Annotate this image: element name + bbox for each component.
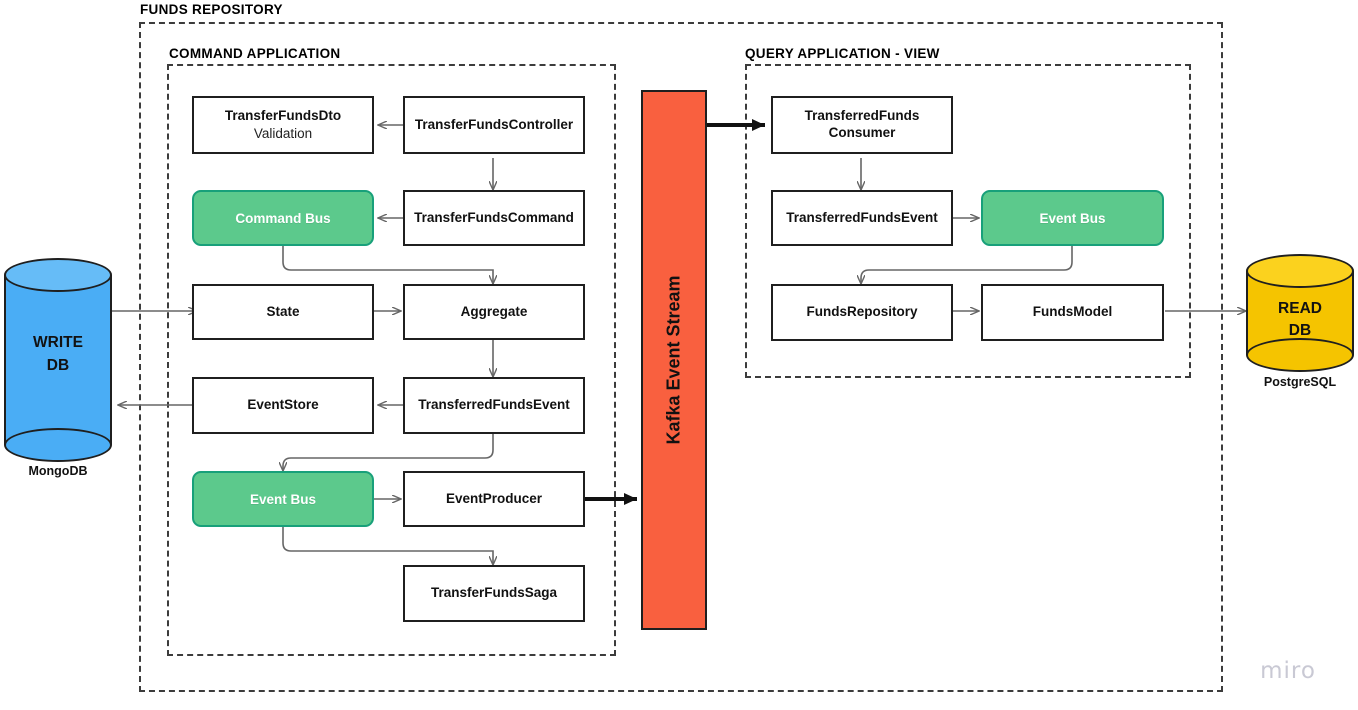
database-read-db[interactable]: READ DB bbox=[1246, 254, 1354, 372]
node-subtitle: Validation bbox=[253, 125, 313, 141]
database-write-db-caption: MongoDB bbox=[28, 464, 88, 478]
node-event-bus-command[interactable]: Event Bus bbox=[192, 471, 374, 527]
database-write-db-label-line1: WRITE bbox=[33, 334, 83, 351]
group-funds-repository bbox=[139, 22, 1223, 692]
group-label-query-application: QUERY APPLICATION - VIEW bbox=[745, 46, 940, 61]
database-read-db-label-line1: READ bbox=[1278, 300, 1322, 317]
node-title: Event Bus bbox=[1039, 210, 1106, 226]
node-event-bus-query[interactable]: Event Bus bbox=[981, 190, 1164, 246]
node-funds-repository[interactable]: FundsRepository bbox=[771, 284, 953, 341]
kafka-event-stream-bar[interactable] bbox=[641, 90, 707, 630]
node-title: TransferFundsCommand bbox=[414, 209, 574, 225]
node-title: TransferFundsDto bbox=[224, 107, 342, 123]
group-label-command-application: COMMAND APPLICATION bbox=[169, 46, 341, 61]
node-transfer-funds-controller[interactable]: TransferFundsController bbox=[403, 96, 585, 154]
node-title: TransferredFundsEvent bbox=[418, 397, 570, 413]
node-title: EventStore bbox=[247, 397, 319, 413]
group-label-funds-repository: FUNDS REPOSITORY bbox=[140, 2, 283, 17]
node-title: FundsRepository bbox=[806, 304, 918, 320]
node-title-line2: Consumer bbox=[828, 125, 896, 140]
node-title: State bbox=[266, 303, 300, 319]
node-transferred-funds-event-query[interactable]: TransferredFundsEvent bbox=[771, 190, 953, 246]
node-transfer-funds-dto[interactable]: TransferFundsDto Validation bbox=[192, 96, 374, 154]
database-write-db-label-line2: DB bbox=[46, 357, 70, 374]
node-title: Command Bus bbox=[235, 210, 331, 226]
kafka-event-stream-label: Kafka Event Stream bbox=[663, 275, 684, 445]
node-funds-model[interactable]: FundsModel bbox=[981, 284, 1164, 341]
database-write-db[interactable]: WRITE DB bbox=[4, 258, 112, 462]
node-title: TransferredFundsEvent bbox=[786, 209, 938, 225]
node-title: TransferFundsSaga bbox=[430, 585, 558, 601]
miro-watermark: miro bbox=[1260, 658, 1316, 684]
node-title: Aggregate bbox=[460, 303, 528, 319]
node-title: TransferFundsController bbox=[414, 116, 574, 132]
node-event-store[interactable]: EventStore bbox=[192, 377, 374, 434]
node-transfer-funds-saga[interactable]: TransferFundsSaga bbox=[403, 565, 585, 622]
node-title: FundsModel bbox=[1032, 304, 1113, 320]
node-command-bus[interactable]: Command Bus bbox=[192, 190, 374, 246]
node-title: EventProducer bbox=[445, 490, 543, 506]
node-transferred-funds-consumer[interactable]: TransferredFunds Consumer bbox=[771, 96, 953, 154]
node-state[interactable]: State bbox=[192, 284, 374, 340]
group-command-application bbox=[167, 64, 616, 656]
group-query-application bbox=[745, 64, 1191, 378]
database-read-db-label-line2: DB bbox=[1288, 322, 1312, 339]
database-read-db-caption: PostgreSQL bbox=[1263, 375, 1337, 389]
node-transfer-funds-command[interactable]: TransferFundsCommand bbox=[403, 190, 585, 246]
node-title: Event Bus bbox=[249, 491, 317, 507]
node-aggregate[interactable]: Aggregate bbox=[403, 284, 585, 340]
node-transferred-funds-event[interactable]: TransferredFundsEvent bbox=[403, 377, 585, 434]
node-event-producer[interactable]: EventProducer bbox=[403, 471, 585, 527]
node-title-line1: TransferredFunds bbox=[804, 108, 920, 124]
